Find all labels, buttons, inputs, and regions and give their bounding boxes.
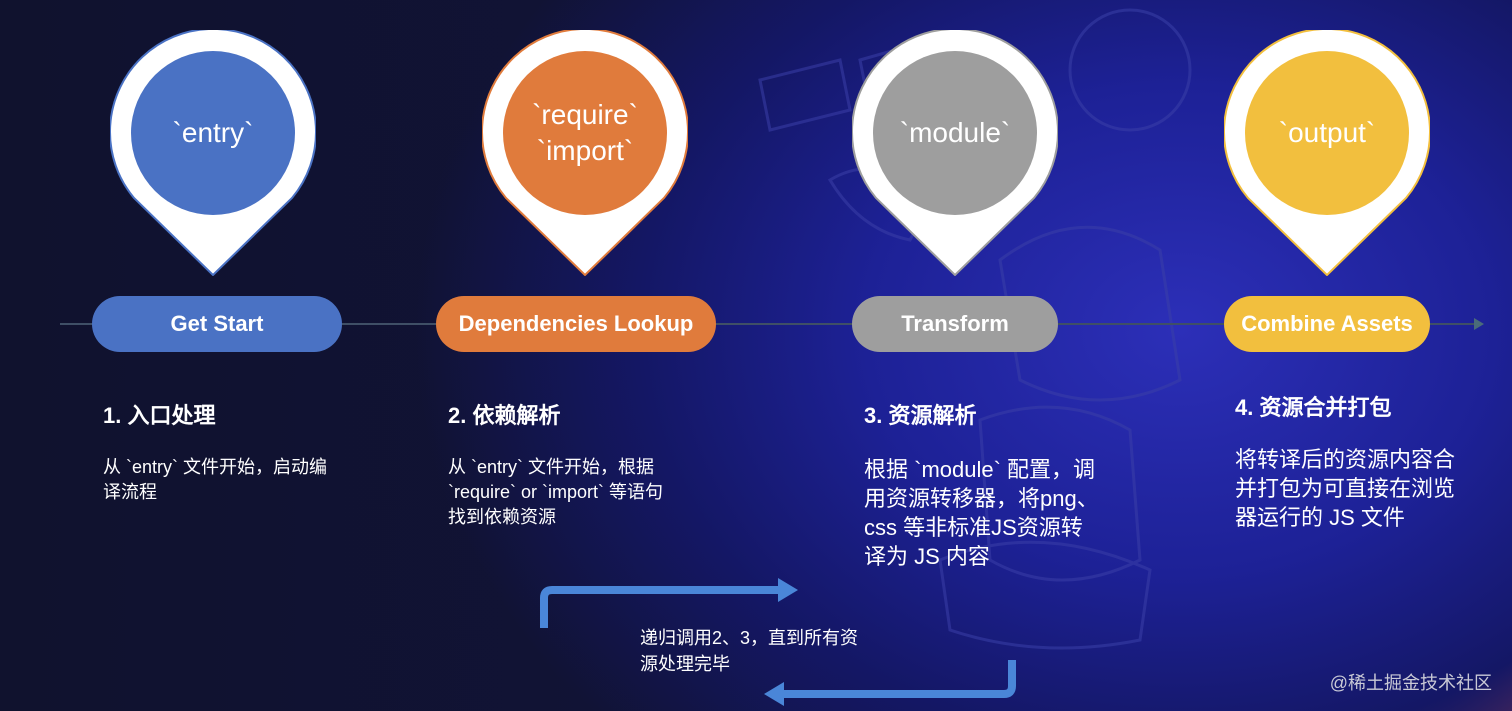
pin-shape [1224, 30, 1430, 276]
pill-dependencies-lookup: Dependencies Lookup [436, 296, 716, 352]
pin-label: `module` [899, 117, 1011, 148]
pin-label: `require` `import` [532, 99, 638, 166]
recursion-note: 递归调用2、3，直到所有资 源处理完毕 [640, 628, 859, 674]
step-1-description: 从 `entry` 文件开始，启动编 译流程 [103, 457, 328, 502]
pin-label: `output` [1278, 117, 1376, 148]
timeline-line [60, 323, 1480, 325]
pin-require-import: `require` `import` [482, 30, 688, 276]
pin-output: `output` [1224, 30, 1430, 276]
pin-circle [131, 51, 295, 215]
pin-circle [503, 51, 667, 215]
step-1-heading: 1. 入口处理 [103, 403, 216, 428]
step-4-description: 将转译后的资源内容合 并打包为可直接在浏览 器运行的 JS 文件 [1235, 447, 1456, 530]
pin-label: `entry` [172, 117, 254, 148]
step-2-description: 从 `entry` 文件开始，根据 `require` or `import` … [448, 457, 664, 527]
pill-transform: Transform [852, 296, 1058, 352]
step-2-heading: 2. 依赖解析 [448, 403, 561, 428]
pin-shape [852, 30, 1058, 276]
pin-circle [1245, 51, 1409, 215]
watermark: @稀土掘金技术社区 [1329, 673, 1492, 693]
pin-module: `module` [852, 30, 1058, 276]
step-3-heading: 3. 资源解析 [864, 403, 977, 428]
pin-circle [873, 51, 1037, 215]
pill-get-start: Get Start [92, 296, 342, 352]
pin-entry: `entry` [110, 30, 316, 276]
pill-combine-assets: Combine Assets [1224, 296, 1430, 352]
timeline-arrowhead [1474, 318, 1484, 330]
pin-shape [482, 30, 688, 276]
step-4-heading: 4. 资源合并打包 [1235, 395, 1392, 420]
step-3-description: 根据 `module` 配置，调 用资源转移器，将png、 css 等非标准JS… [864, 457, 1099, 569]
pin-shape [110, 30, 316, 276]
